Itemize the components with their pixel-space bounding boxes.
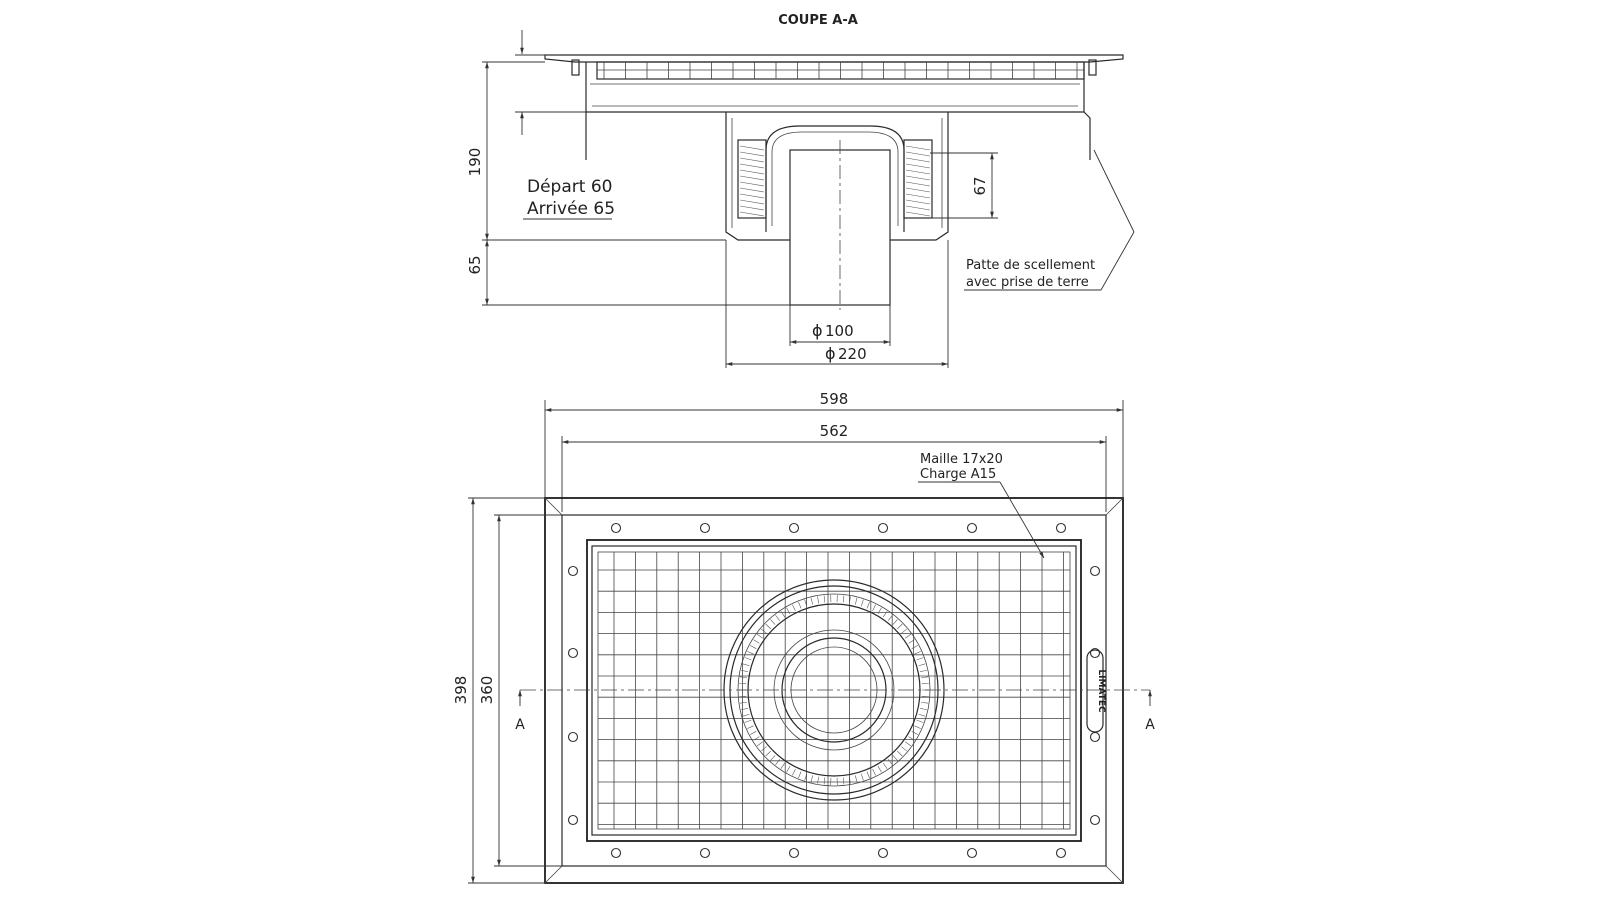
label-depart: Départ 60: [527, 177, 612, 197]
dim-562: 562: [820, 422, 849, 440]
bolt-hole: [610, 847, 622, 859]
basket-perforation: [739, 145, 931, 217]
label-patte-2: avec prise de terre: [966, 275, 1089, 290]
bolt-hole: [699, 522, 711, 534]
label-arrivee: Arrivée 65: [527, 199, 615, 219]
section-title: COUPE A-A: [778, 13, 858, 28]
dim-diameter-100: 100: [825, 322, 854, 340]
section-view: 190 65 Départ 60 Arrivée 65 67 Patte de …: [466, 30, 1135, 368]
dim-190: 190: [466, 148, 484, 177]
sealing-tab-right: [1083, 111, 1091, 160]
diameter-100-symbol: ϕ: [812, 321, 823, 340]
label-patte-1: Patte de scellement: [966, 258, 1095, 273]
dim-360: 360: [478, 676, 496, 705]
grating-frame: [586, 539, 1082, 842]
dim-598: 598: [820, 390, 849, 408]
bolt-hole: [567, 565, 579, 577]
bolt-hole: [788, 847, 800, 859]
bolt-hole: [788, 522, 800, 534]
bolt-hole: [1089, 731, 1101, 743]
bolt-hole: [610, 522, 622, 534]
bolt-left: [571, 59, 580, 76]
dim-398: 398: [452, 676, 470, 705]
grating-mesh: [597, 551, 1071, 830]
bolt-hole: [877, 847, 889, 859]
top-flange: [544, 54, 1124, 63]
diameter-220-symbol: ϕ: [825, 344, 836, 363]
brand-badge: [1086, 649, 1104, 733]
bolt-hole: [966, 522, 978, 534]
bolt-holes: [567, 522, 1101, 859]
outer-frame: [544, 497, 1124, 884]
dim-65: 65: [466, 255, 484, 274]
brand-text: LIMATEC: [1096, 669, 1106, 713]
bolt-hole: [699, 847, 711, 859]
bolt-hole: [567, 647, 579, 659]
bolt-hole: [1055, 847, 1067, 859]
bolt-hole: [567, 814, 579, 826]
bolt-hole: [966, 847, 978, 859]
label-charge: Charge A15: [920, 467, 996, 482]
bolt-hole: [567, 731, 579, 743]
bolt-hole: [1055, 522, 1067, 534]
bolt-hole: [1089, 647, 1101, 659]
tray-body: [585, 62, 1085, 113]
bolt-hole: [877, 522, 889, 534]
sump-body: [725, 112, 790, 241]
dim-67: 67: [971, 176, 989, 195]
inner-frame: [561, 514, 1107, 867]
label-maille: Maille 17x20: [920, 452, 1003, 467]
bolt-hole: [1089, 814, 1101, 826]
section-mark-right: A: [1145, 717, 1155, 733]
grating-ticks: [597, 62, 1084, 79]
plan-view: 598 562 A: [452, 390, 1155, 884]
section-mark-left: A: [515, 717, 525, 733]
bolt-hole: [1089, 565, 1101, 577]
bolt-right: [1088, 59, 1097, 76]
dim-diameter-220: 220: [838, 345, 867, 363]
trap-bell: [765, 125, 905, 232]
